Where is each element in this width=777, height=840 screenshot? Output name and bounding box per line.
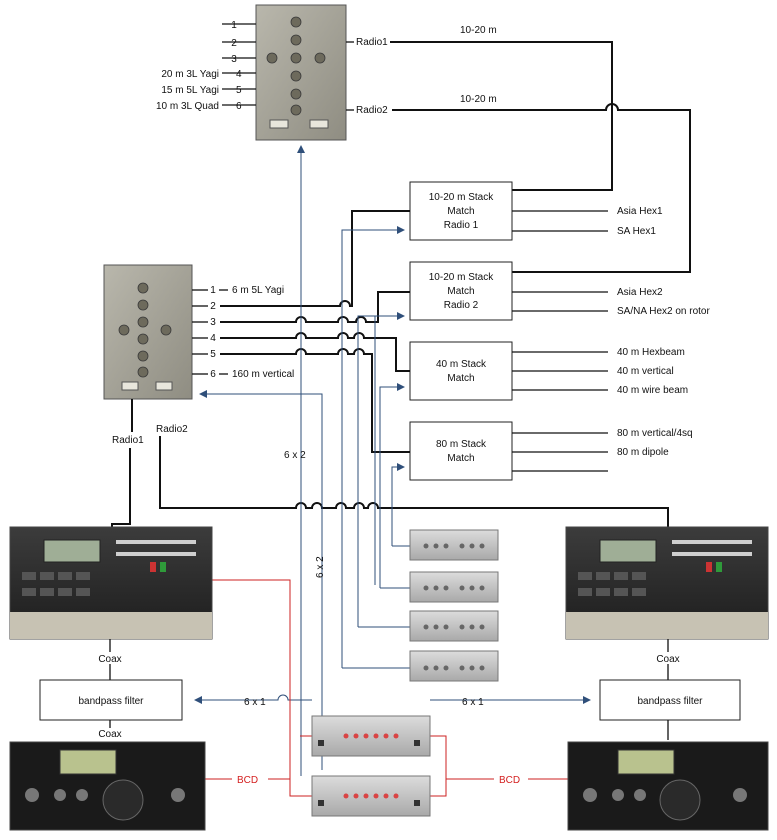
stack-controller-2 [409,571,499,603]
amplifier-left [9,526,213,640]
stack2-line2: Match [447,286,474,297]
switch-left-radio1-label: Radio1 [112,435,144,446]
switch-left-port-3: 3 [210,317,216,328]
antenna-switch-left [103,264,193,400]
switch-left-port-1: 1 [210,285,216,296]
bcd-label-right: BCD [499,775,520,786]
stack4-line2: Match [447,453,474,464]
switch-left-port1-antenna: 6 m 5L Yagi [232,285,284,296]
band-label-radio1: 10-20 m [460,25,497,36]
stack1-line2: Match [447,206,474,217]
cable-label-6x2-lower: 6 x 2 [315,556,326,578]
switch-top-port-3: 3 [231,54,237,65]
stack-controller-4 [409,650,499,682]
switch-top-port-5: 15 m 5L Yagi [161,85,219,96]
bandpass-left-label: bandpass filter [78,696,144,707]
switch-top-port-5-num: 5 [236,85,242,96]
stack3-line2: Match [447,373,474,384]
stack2-line1: 10-20 m Stack [429,272,494,283]
switch-left-port-5: 5 [210,349,216,360]
stack1-out-2: SA Hex1 [617,226,656,237]
switch-left-port-6: 6 [210,369,216,380]
switch-left-port-2: 2 [210,301,216,312]
control-cables [194,145,591,776]
coax-label-left-top: Coax [98,654,121,665]
stack3-line1: 40 m Stack [436,359,487,370]
coax-label-left-bottom: Coax [98,729,121,740]
stack-box-1020-radio2: 10-20 m Stack Match Radio 2 [409,261,513,321]
stack2-out-1: Asia Hex2 [617,287,663,298]
stack2-line3: Radio 2 [444,300,479,311]
switch-top-port-6-num: 6 [236,101,242,112]
switch-left-radio2-label: Radio2 [156,424,188,435]
switch-top-port-lines [222,23,256,106]
cable-label-6x1-right: 6 x 1 [462,697,484,708]
feed-top-radio1 [390,41,613,191]
switch-top-port-1: 1 [231,20,237,31]
switch-left-port-4: 4 [210,333,216,344]
stack4-line1: 80 m Stack [436,439,487,450]
stack-box-80m: 80 m Stack Match [409,421,513,481]
stack1-out-1: Asia Hex1 [617,206,663,217]
transceiver-right [567,741,769,831]
feed-left-2 [220,210,410,307]
stack-controller-3 [409,610,499,642]
amplifier-right [565,526,769,640]
stack3-out-1: 40 m Hexbeam [617,347,685,358]
switch-top-radio1-label: Radio1 [356,37,388,48]
switching-controller-radio2 [311,775,431,817]
transceiver-left [9,741,206,831]
switch-top-port-4: 20 m 3L Yagi [161,69,219,80]
switching-controller-radio1 [311,715,431,757]
stack4-out-1: 80 m vertical/4sq [617,428,693,439]
bandpass-right-label: bandpass filter [637,696,703,707]
stack3-out-2: 40 m vertical [617,366,674,377]
stack3-out-3: 40 m wire beam [617,385,688,396]
feed-left-4 [220,332,410,372]
switch-top-port-6: 10 m 3L Quad [156,101,219,112]
stack4-out-2: 80 m dipole [617,447,669,458]
stack1-line3: Radio 1 [444,220,479,231]
stack1-line1: 10-20 m Stack [429,192,494,203]
stack-box-40m: 40 m Stack Match [409,341,513,401]
cable-label-6x1-left: 6 x 1 [244,697,266,708]
stack-controller-1 [409,529,499,561]
bandpass-filter-right: bandpass filter [599,679,741,721]
stack2-out-2: SA/NA Hex2 on rotor [617,306,710,317]
band-label-radio2: 10-20 m [460,94,497,105]
switch-left-port-stubs [192,289,208,375]
feed-left-5 [220,348,410,453]
bcd-label-left: BCD [237,775,258,786]
stack-box-1020-radio1: 10-20 m Stack Match Radio 1 [409,181,513,241]
antenna-switch-top [255,4,347,141]
bcd-lines [205,579,568,797]
switch-left-port6-antenna: 160 m vertical [232,369,294,380]
feed-radio2-amp-right [159,436,669,528]
switch-top-radio2-label: Radio2 [356,105,388,116]
switch-top-port-4-num: 4 [236,69,242,80]
cable-label-6x2-upper: 6 x 2 [284,450,306,461]
switch-top-port-2: 2 [231,38,237,49]
feed-top-radio2 [392,103,691,273]
coax-label-right-top: Coax [656,654,679,665]
bandpass-filter-left: bandpass filter [39,679,183,721]
feed-radio1-amp-left [111,448,131,530]
